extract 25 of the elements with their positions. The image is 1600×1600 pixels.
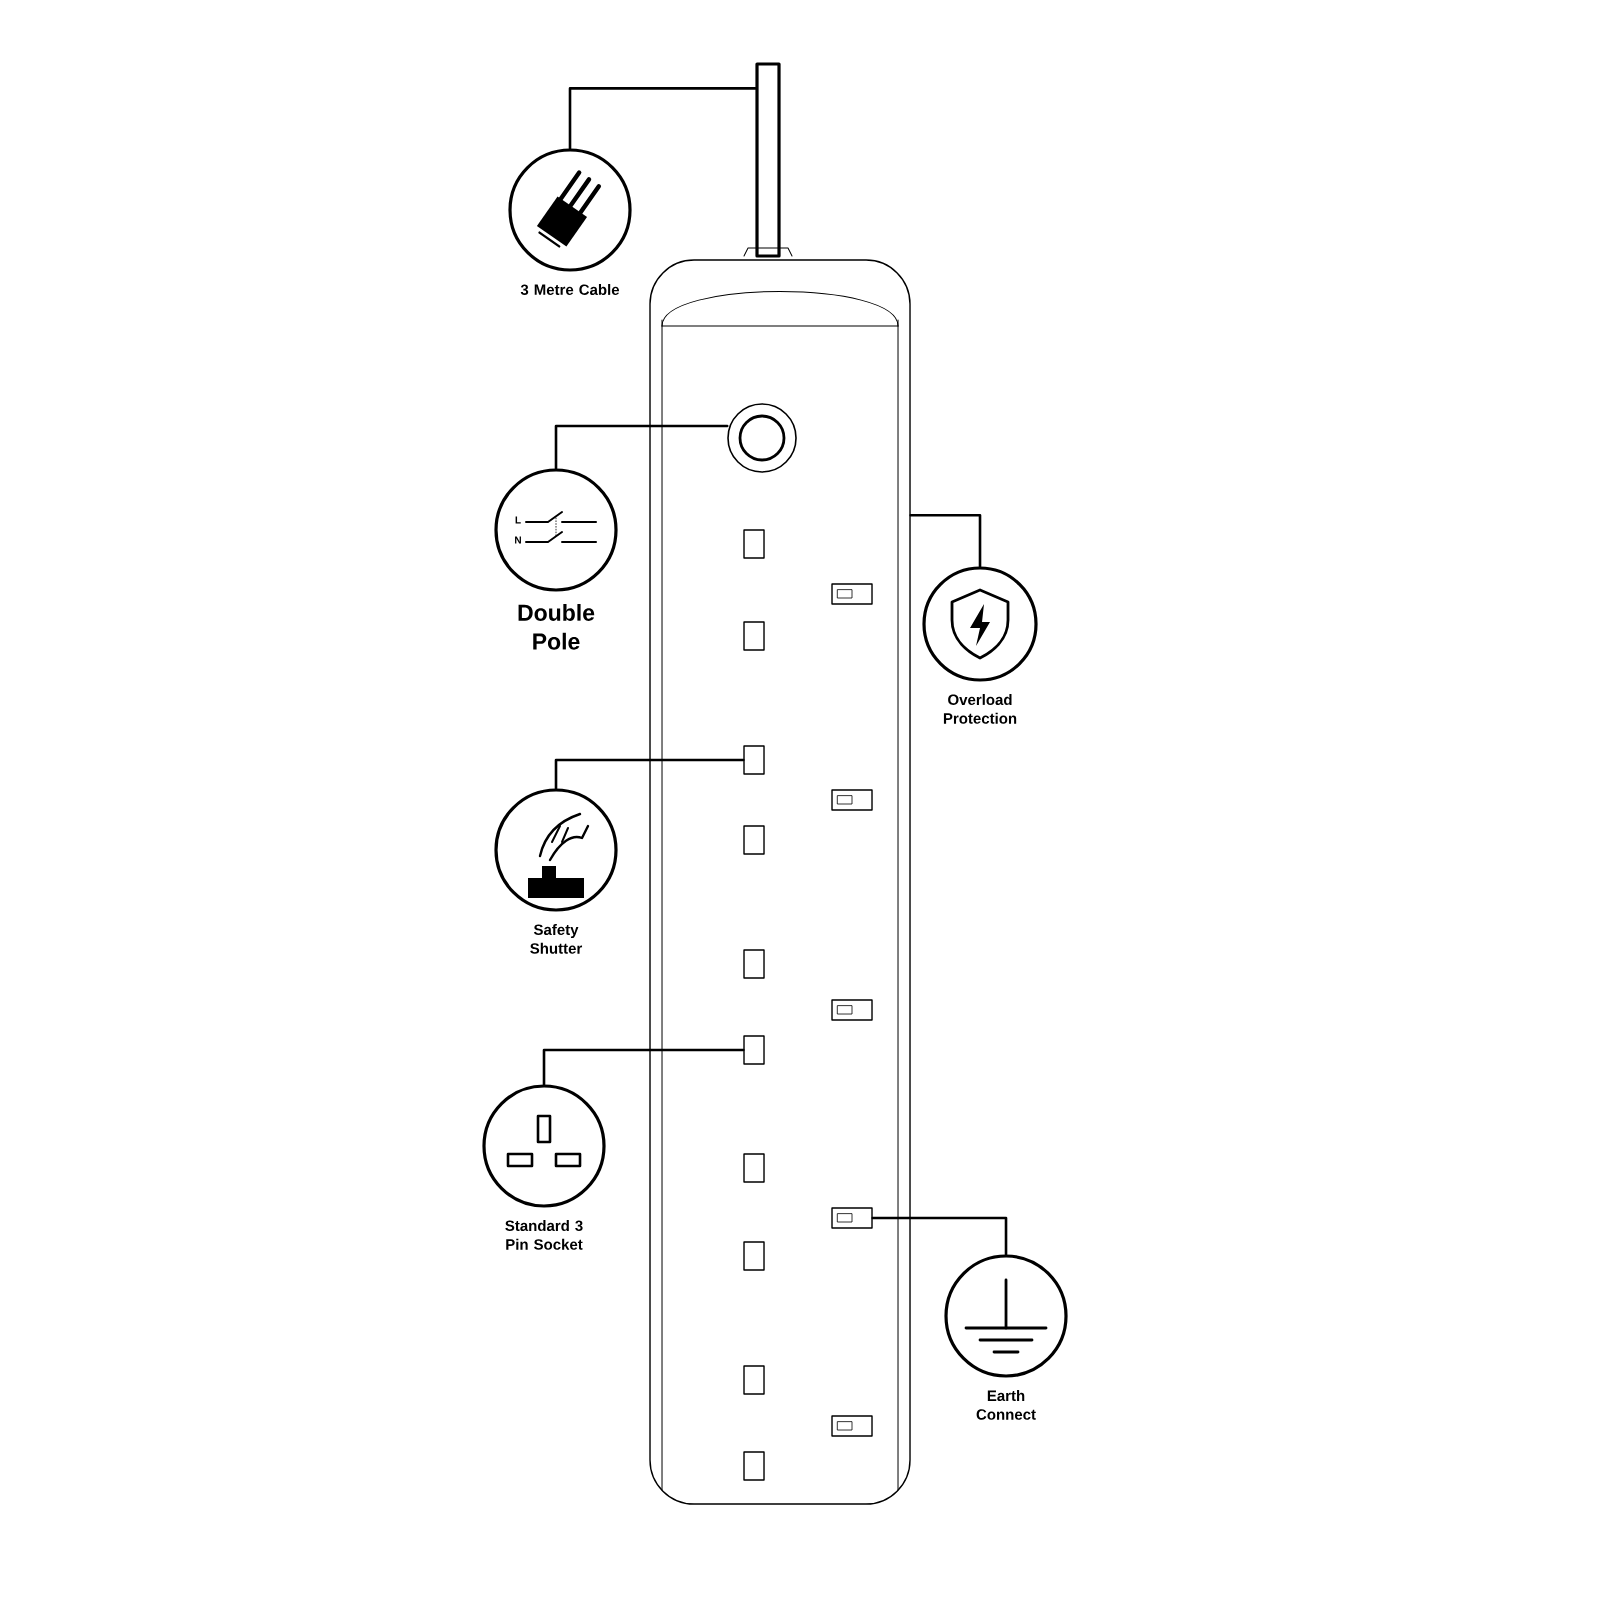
cable [755, 62, 781, 258]
socket-hole [743, 1365, 765, 1395]
socket-hole [743, 949, 765, 979]
leader-line [871, 1216, 1008, 1256]
leader-line [542, 1048, 745, 1086]
earth-slot [831, 999, 873, 1021]
socket-hole [743, 1451, 765, 1481]
socket-hole [743, 825, 765, 855]
earth-slot [831, 789, 873, 811]
socket-hole [743, 529, 765, 559]
feature-label: Double Pole [518, 604, 595, 650]
socket-hole [743, 1241, 765, 1271]
power-strip [649, 247, 911, 1505]
switch-button [727, 403, 797, 473]
socket-hole [743, 621, 765, 651]
socket-hole [743, 1153, 765, 1183]
earth-slot [831, 583, 873, 605]
leader-line [909, 514, 982, 568]
leader-line [568, 87, 757, 150]
socket-hole [743, 745, 765, 775]
socket-hole [743, 1035, 765, 1065]
leader-line [554, 424, 729, 470]
leader-line [554, 758, 745, 790]
earth-slot [831, 1415, 873, 1437]
earth-slot [831, 1207, 873, 1229]
